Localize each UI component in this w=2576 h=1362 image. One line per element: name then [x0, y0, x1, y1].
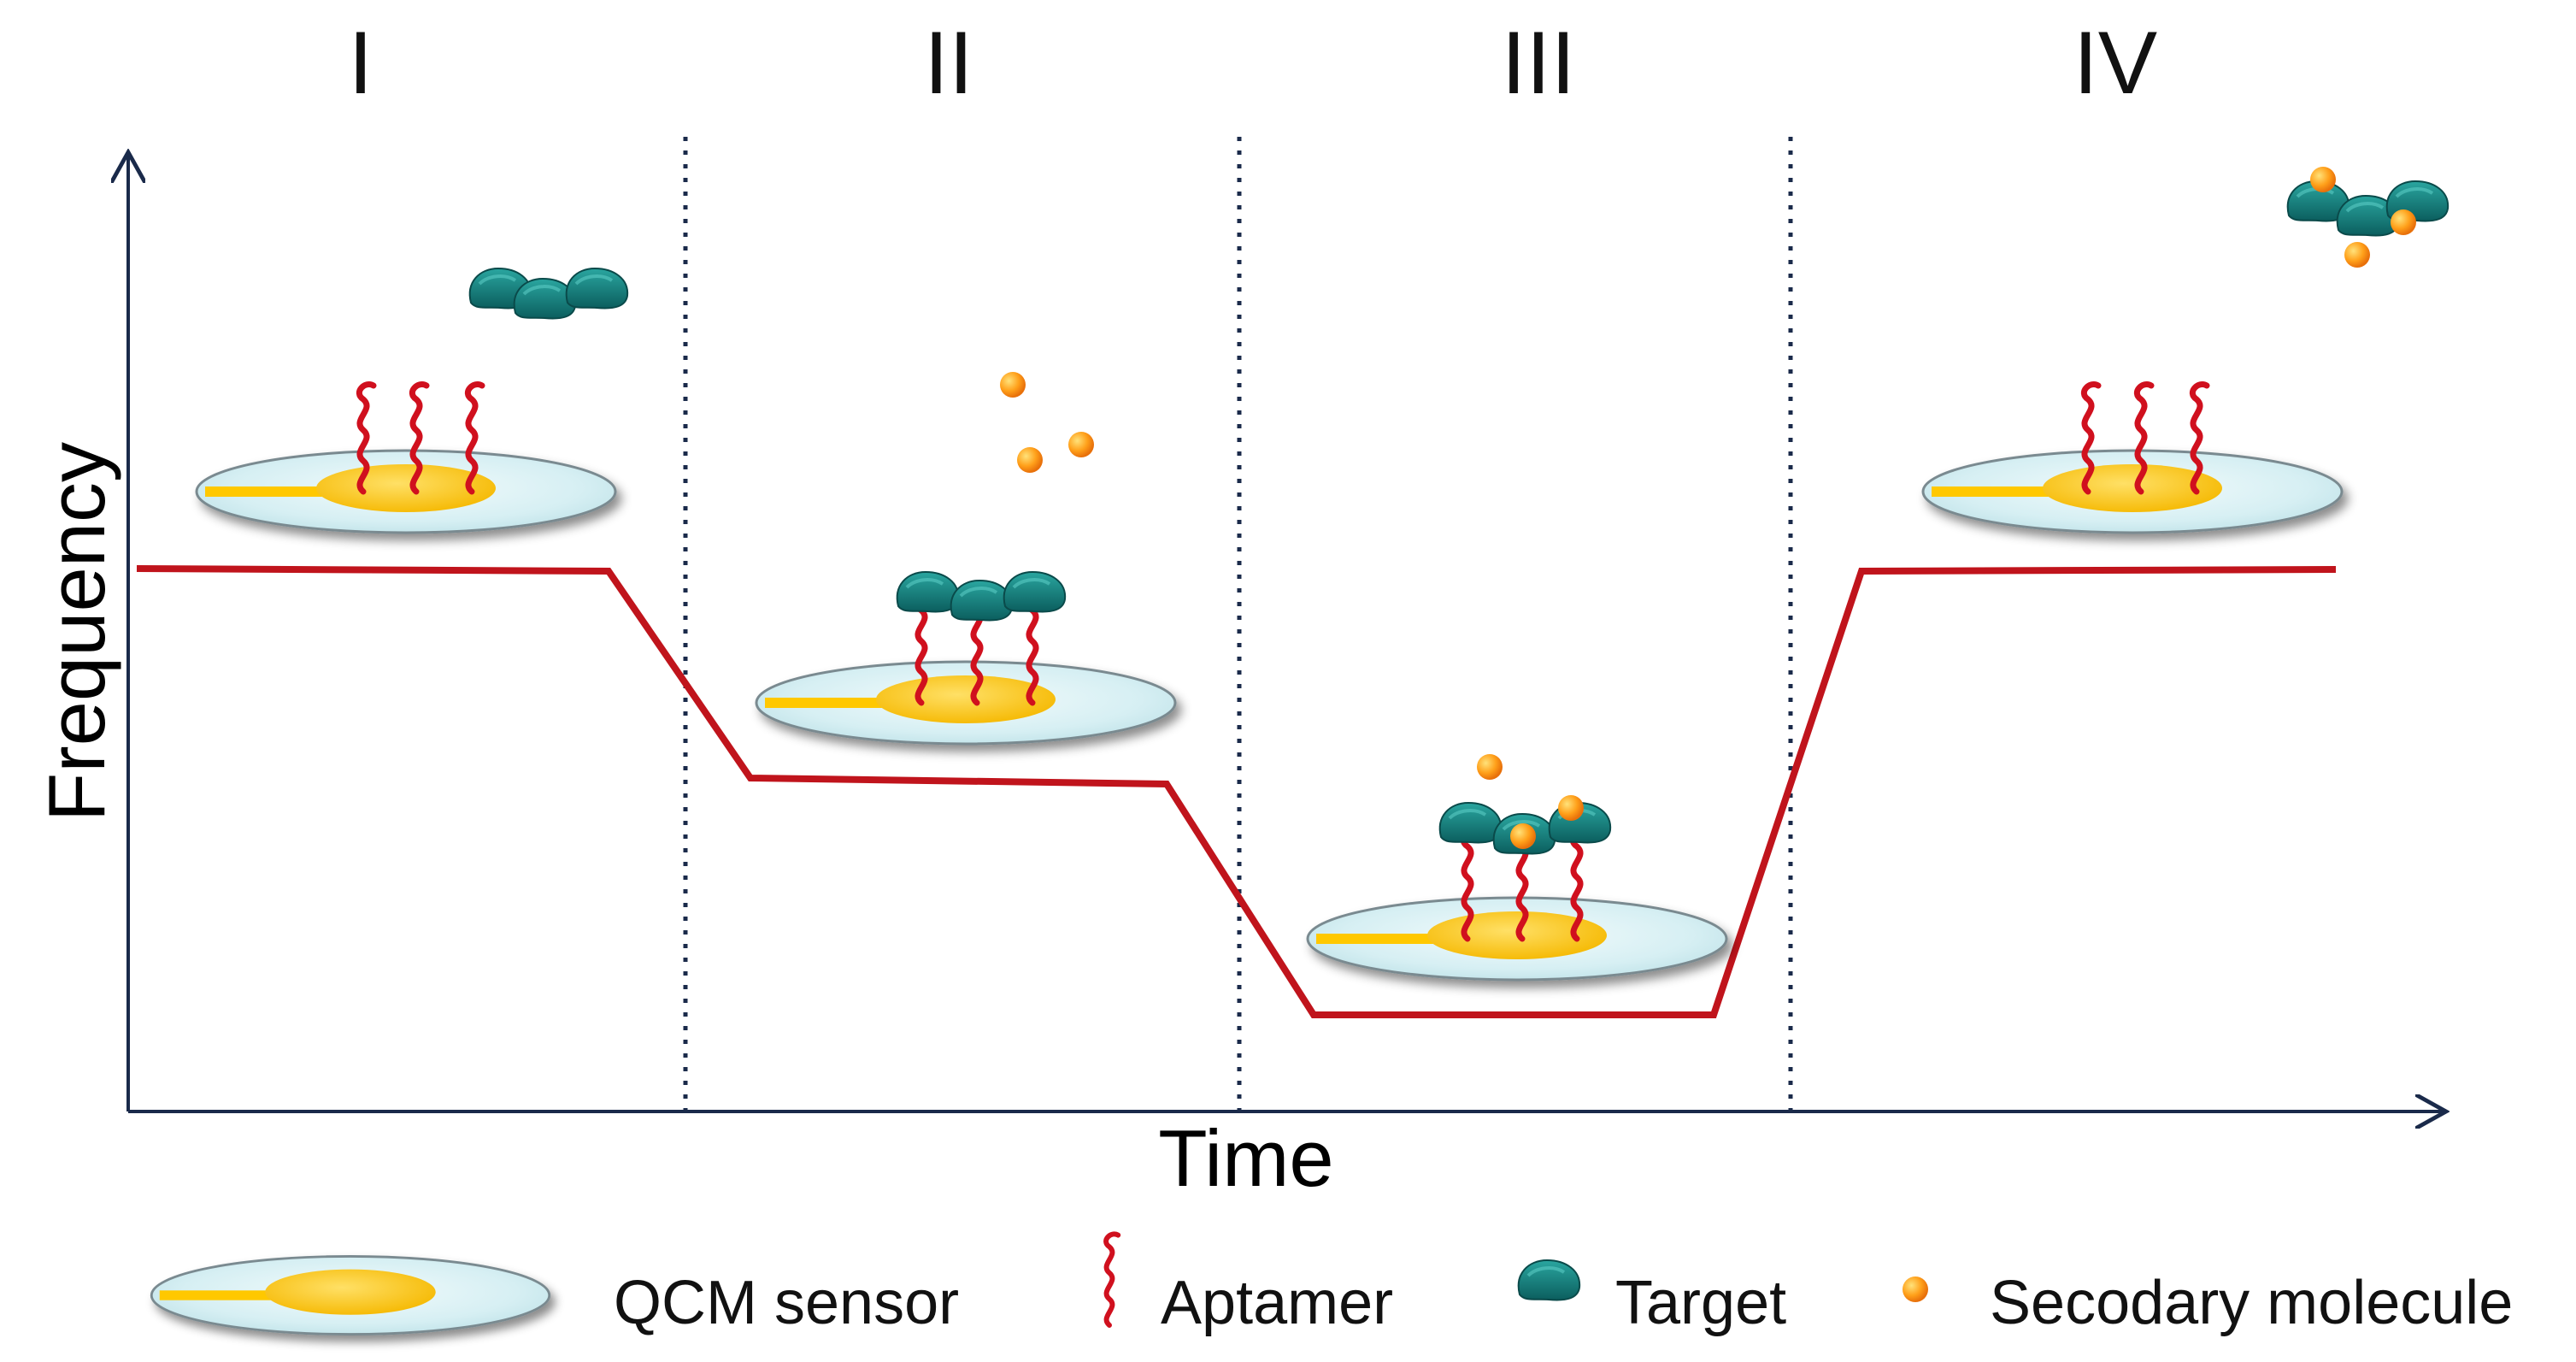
free-secondary-molecule: [1017, 447, 1043, 473]
phase-label-3: III: [1501, 14, 1576, 113]
phase-label-1: I: [348, 14, 373, 113]
released-secondary-molecule: [2391, 209, 2416, 235]
phase-2-illustration: [756, 372, 1175, 744]
phase-4-illustration: [1923, 167, 2450, 533]
secondary-molecule: [1477, 754, 1503, 780]
phase-label-4: IV: [2073, 14, 2158, 113]
target-icon: [1516, 1259, 1582, 1302]
bound-target: [949, 579, 1015, 622]
bound-target: [895, 570, 961, 614]
secondary-molecule-icon: [1903, 1277, 1928, 1302]
y-axis-title: Frequency: [32, 441, 121, 823]
legend-label-secondary-molecule: Secodary molecule: [1990, 1269, 2514, 1337]
released-secondary-molecule: [2310, 167, 2336, 192]
x-axis-title: Time: [1158, 1113, 1334, 1203]
frequency-line: [136, 565, 2337, 1018]
bound-target: [1438, 801, 1503, 845]
secondary-molecule: [1510, 823, 1536, 849]
free-target: [564, 267, 630, 310]
secondary-molecule: [1558, 795, 1584, 821]
phase-1-illustration: [197, 267, 630, 533]
phase-3-illustration: [1308, 754, 1726, 980]
legend-label-aptamer: Aptamer: [1161, 1269, 1394, 1337]
legend-label-qcm-sensor: QCM sensor: [614, 1269, 960, 1337]
phase-label-2: II: [924, 14, 973, 113]
legend-label-target: Target: [1615, 1269, 1787, 1337]
free-secondary-molecule: [1068, 432, 1094, 457]
qcm-sensor-icon: [151, 1256, 550, 1334]
released-secondary-molecule: [2344, 242, 2370, 268]
aptamer-icon: [1106, 1234, 1118, 1325]
bound-target: [1002, 570, 1067, 614]
free-secondary-molecule: [1000, 372, 1026, 398]
